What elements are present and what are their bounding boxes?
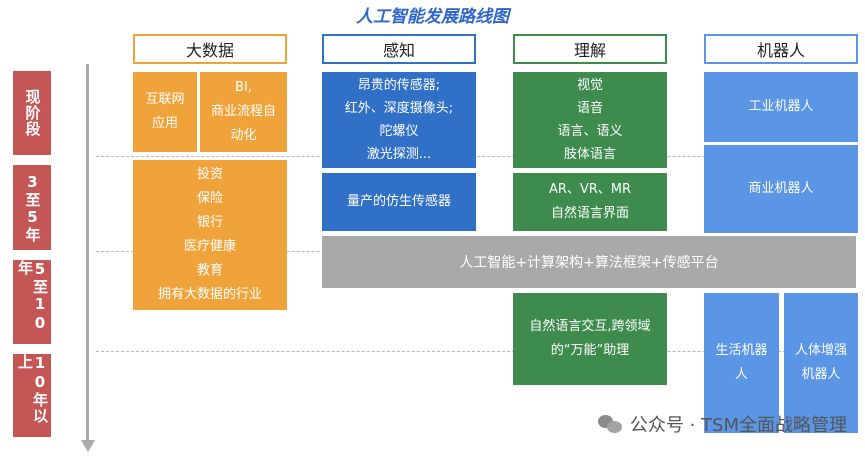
cell-line: 动化 <box>230 128 257 143</box>
wechat-icon <box>597 413 624 435</box>
cell-line: 投资 <box>196 167 223 182</box>
cell-line: 医疗健康 <box>183 239 236 254</box>
cell-line: 拥有大数据的行业 <box>157 287 262 302</box>
cell-augment-robots: 人体增强 机器人 <box>784 293 858 433</box>
cell-bi: BI, 商业流程自 动化 <box>200 72 287 152</box>
row-label-10-plus-years: 10年以上 <box>13 354 51 437</box>
cell-line: 工业机器人 <box>748 99 814 114</box>
page-title: 人工智能发展路线图 <box>356 7 509 27</box>
row-label-5-10-years: 5至10年 <box>13 260 51 344</box>
row-separator <box>96 351 856 352</box>
cell-line: 的“万能”助理 <box>550 343 630 358</box>
cell-internet-apps: 互联网 应用 <box>133 72 197 152</box>
cell-line: 人体增强 <box>794 343 847 358</box>
cell-sensors: 昂贵的传感器; 红外、深度摄像头; 陀螺仪 激光探测... <box>322 72 476 168</box>
cell-line: AR、VR、MR <box>548 182 632 197</box>
cell-line: 保险 <box>196 191 223 206</box>
cell-line: 自然语言交互,跨领域 <box>529 319 651 334</box>
column-header-robots: 机器人 <box>704 34 858 64</box>
cell-line: 教育 <box>196 263 223 278</box>
cell-line: 应用 <box>151 116 178 131</box>
cell-line: 语音 <box>576 101 603 116</box>
cell-line: 生活机器 <box>715 343 768 358</box>
cell-line: 互联网 <box>145 92 185 107</box>
cell-big-data-industries: 投资 保险 银行 医疗健康 教育 拥有大数据的行业 <box>133 160 287 310</box>
watermark: 公众号 · TSM全面战略管理 <box>597 411 847 437</box>
cell-line: 昂贵的传感器; <box>357 78 441 93</box>
row-separator <box>96 156 856 157</box>
row-label-3-5-years: 3至5年 <box>13 165 51 250</box>
cell-line: 商业流程自 <box>210 104 276 119</box>
cell-line: 肢体语言 <box>563 147 616 162</box>
platform-band: 人工智能+计算架构+算法框架+传感平台 <box>322 236 856 288</box>
cell-bionic-sensors: 量产的仿生传感器 <box>322 173 476 231</box>
cell-line: 激光探测... <box>366 147 432 162</box>
cell-line: 量产的仿生传感器 <box>346 194 451 209</box>
cell-line: 机器人 <box>801 367 841 382</box>
cell-commercial-robots: 商业机器人 <box>704 145 858 233</box>
cell-line: 陀螺仪 <box>379 124 419 139</box>
column-header-perception: 感知 <box>322 34 476 64</box>
cell-life-robots: 生活机器 人 <box>704 293 779 433</box>
timeline-arrow-icon <box>81 440 95 452</box>
timeline-axis <box>86 64 89 446</box>
cell-line: 人 <box>734 367 748 382</box>
cell-line: BI, <box>235 80 252 95</box>
cell-line: 商业机器人 <box>748 181 814 196</box>
cell-line: 视觉 <box>576 78 603 93</box>
cell-line: 红外、深度摄像头; <box>344 101 454 116</box>
cell-industrial-robots: 工业机器人 <box>704 72 858 142</box>
cell-line: 自然语言界面 <box>550 206 629 221</box>
cell-natural-language-assistant: 自然语言交互,跨领域 的“万能”助理 <box>513 293 667 385</box>
cell-line: 语言、语义 <box>557 124 623 139</box>
cell-ar-vr: AR、VR、MR 自然语言界面 <box>513 173 667 231</box>
column-header-big-data: 大数据 <box>133 34 287 64</box>
row-label-current: 现阶段 <box>13 71 51 155</box>
column-header-understanding: 理解 <box>513 34 667 64</box>
cell-understanding-basic: 视觉 语音 语言、语义 肢体语言 <box>513 72 667 168</box>
watermark-text: 公众号 · TSM全面战略管理 <box>629 415 847 436</box>
cell-line: 银行 <box>196 215 223 230</box>
